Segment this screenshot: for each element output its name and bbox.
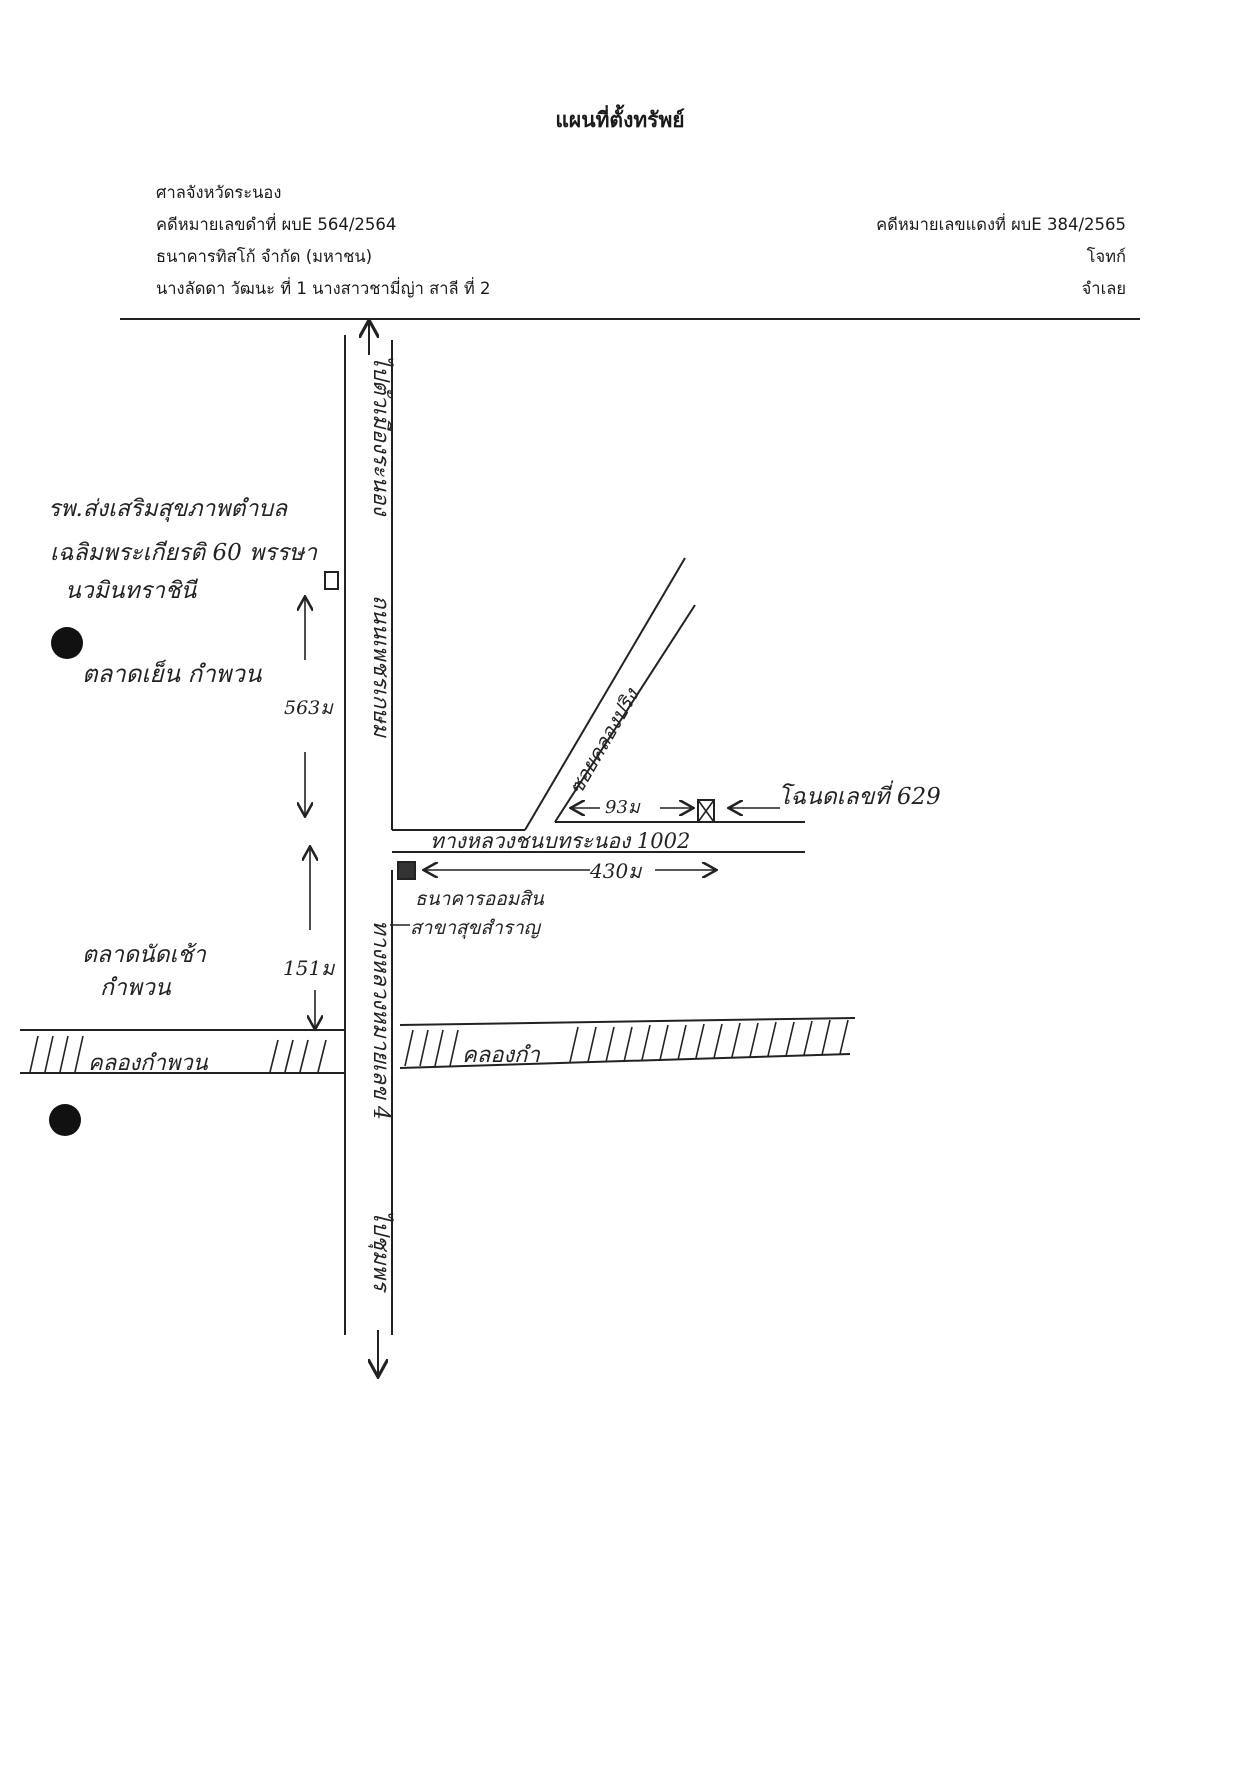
- court-name: ศาลจังหวัดระนอง: [156, 183, 282, 202]
- canal-east-label: คลองกำ: [462, 1043, 540, 1068]
- header-divider: [120, 318, 1140, 320]
- red-case-number: คดีหมายเลขแดงที่ ผบE 384/2565: [876, 215, 1126, 234]
- market-1-label: ตลาดเย็น กำพวน: [82, 659, 262, 688]
- distance-430-label: 430ม: [589, 859, 643, 883]
- black-case-number: คดีหมายเลขดำที่ ผบE 564/2564: [156, 215, 397, 234]
- soi-east-edge: [554, 604, 696, 823]
- defendant-role: จำเลย: [1081, 279, 1126, 298]
- bank-marker-icon: [397, 861, 416, 880]
- main-road-label: ถนนเพชรเกษม: [368, 595, 393, 739]
- hospital-label-line-3: นวมินทราชินี: [65, 578, 198, 604]
- punch-hole-top: [51, 627, 83, 659]
- distance-563-label: 563ม: [284, 697, 334, 719]
- canal-north-edge-east: [399, 1017, 856, 1026]
- hospital-marker-icon: [324, 571, 339, 590]
- distance-93-label: 93ม: [605, 797, 641, 818]
- page-title: แผนที่ตั้งทรัพย์: [555, 108, 685, 132]
- plaintiff-role: โจทก์: [1086, 247, 1126, 266]
- bank-label-line-1: ธนาคารออมสิน: [415, 888, 545, 910]
- canal-west-label: คลองกำพวน: [88, 1051, 209, 1076]
- road-south-label: ไปชุมพร: [368, 1210, 394, 1294]
- soi-west-edge: [524, 557, 686, 831]
- market-2-label-line-2: กำพวน: [100, 975, 172, 1001]
- road-1002-label: ทางหลวงชนบทระนอง 1002: [430, 829, 690, 853]
- punch-hole-bottom: [49, 1104, 81, 1136]
- hospital-label-line-1: รพ.ส่งเสริมสุขภาพตำบล: [48, 496, 288, 522]
- distance-151-label: 151ม: [283, 956, 336, 980]
- hospital-label-line-2: เฉลิมพระเกียรติ 60 พรรษา: [50, 540, 318, 566]
- property-marker-icon: [697, 799, 715, 823]
- plaintiff-name: ธนาคารทิสโก้ จำกัด (มหาชน): [156, 247, 373, 266]
- canal-hatching: [29, 1019, 849, 1073]
- defendant-names: นางลัดดา วัฒนะ ที่ 1 นางสาวชามี่ญ่า สาลี…: [156, 279, 491, 298]
- main-road-label-south: ทางหลวงหมายเลข 4: [368, 920, 393, 1120]
- road-north-label: ไปตัวเมืองระนอง: [368, 355, 394, 518]
- soi-label: ซอยคลองปริง: [564, 683, 644, 798]
- bank-label-line-2: สาขาสุขสำราญ: [410, 917, 542, 939]
- title-deed-label: โฉนดเลขที่ 629: [778, 780, 941, 810]
- market-2-label-line-1: ตลาดนัดเช้า: [82, 942, 207, 968]
